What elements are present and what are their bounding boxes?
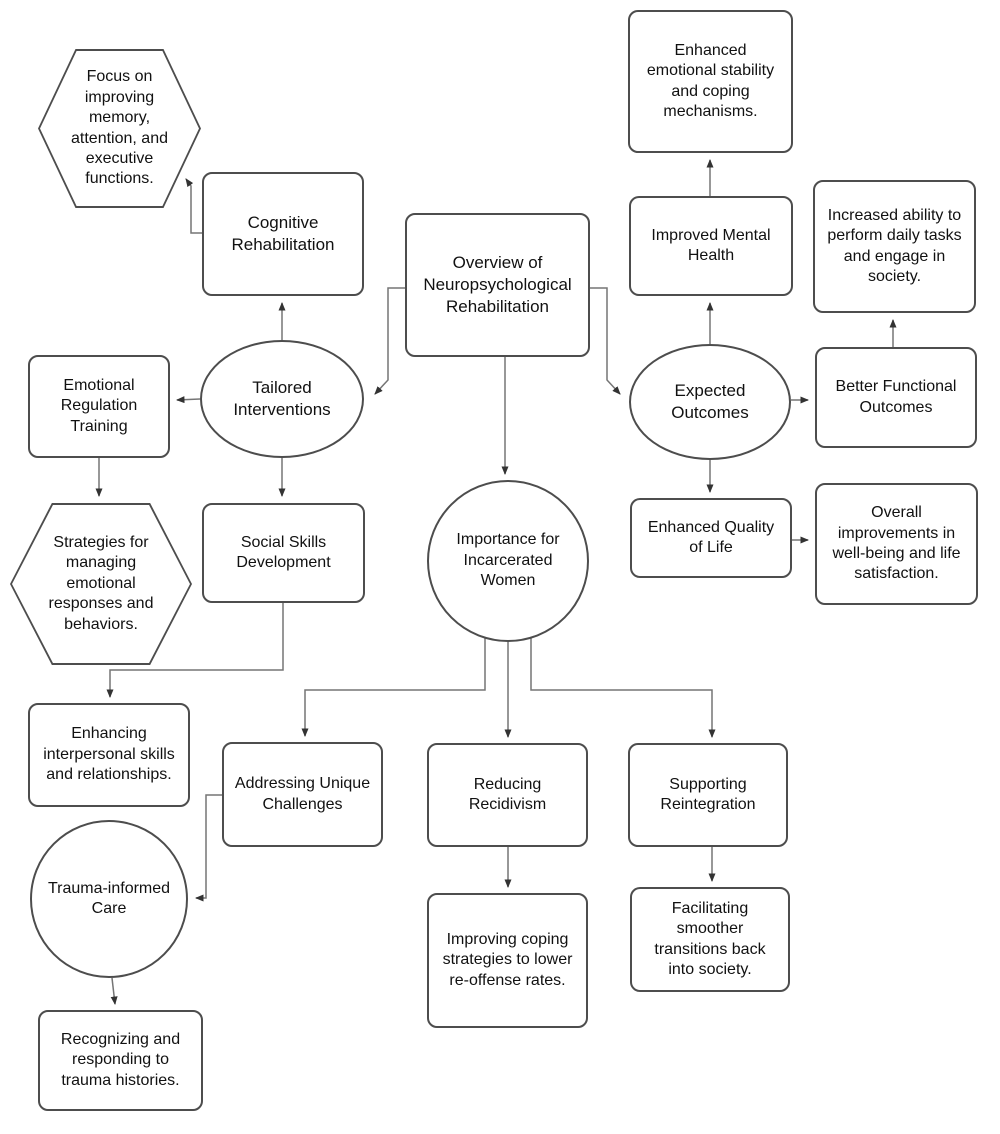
arrow-tailored-to-emotional <box>176 396 201 404</box>
node-tailored-interventions: Tailored Interventions <box>200 340 364 458</box>
node-improving-coping: Improving coping strategies to lower re-… <box>427 893 588 1028</box>
node-overview: Overview of Neuropsychological Rehabilit… <box>405 213 590 357</box>
arrow-cognitive-to-focus <box>185 178 202 234</box>
node-facilitating-transitions: Facilitating smoother transitions back i… <box>630 887 790 992</box>
node-enhancing-interpersonal: Enhancing interpersonal skills and relat… <box>28 703 190 807</box>
node-better-functional-outcomes: Better Functional Outcomes <box>815 347 977 448</box>
node-reducing-recidivism: Reducing Recidivism <box>427 743 588 847</box>
node-enhanced-quality-of-life: Enhanced Quality of Life <box>630 498 792 578</box>
arrow-trauma-to-recognizing <box>110 977 118 1005</box>
node-overall-improvements: Overall improvements in well-being and l… <box>815 483 978 605</box>
node-importance-incarcerated-women: Importance for Incarcerated Women <box>427 480 589 642</box>
node-emotional-regulation-training: Emotional Regulation Training <box>28 355 170 458</box>
arrow-addressing-to-trauma <box>195 794 222 902</box>
node-social-skills-development: Social Skills Development <box>202 503 365 603</box>
arrow-social-to-enhancing <box>106 603 284 698</box>
node-recognizing-responding: Recognizing and responding to trauma his… <box>38 1010 203 1111</box>
node-strategies-label: Strategies for managing emotional respon… <box>12 505 190 663</box>
node-focus-label: Focus on improving memory, attention, an… <box>40 51 199 206</box>
node-focus-hexagon: Focus on improving memory, attention, an… <box>38 49 201 208</box>
node-supporting-reintegration: Supporting Reintegration <box>628 743 788 847</box>
arrow-overview-to-expected <box>590 287 621 395</box>
node-improved-mental-health: Improved Mental Health <box>629 196 793 296</box>
node-expected-outcomes: Expected Outcomes <box>629 344 791 460</box>
node-enhanced-emotional-stability: Enhanced emotional stability and coping … <box>628 10 793 153</box>
node-trauma-informed-care: Trauma-informed Care <box>30 820 188 978</box>
node-increased-ability: Increased ability to perform daily tasks… <box>813 180 976 313</box>
arrow-importance-to-addressing <box>301 638 486 737</box>
arrow-overview-to-tailored <box>374 287 405 395</box>
node-cognitive-rehabilitation: Cognitive Rehabilitation <box>202 172 364 296</box>
node-addressing-unique-challenges: Addressing Unique Challenges <box>222 742 383 847</box>
node-strategies-hexagon: Strategies for managing emotional respon… <box>10 503 192 665</box>
arrow-importance-to-supporting <box>530 638 716 738</box>
